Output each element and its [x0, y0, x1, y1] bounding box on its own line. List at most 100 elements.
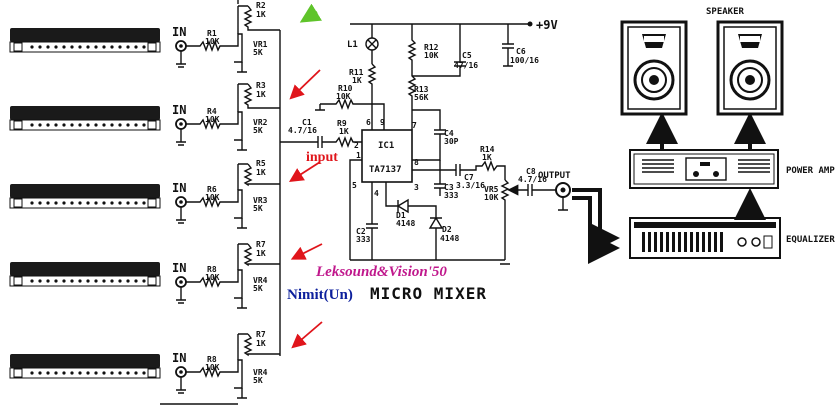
svg-text:R8: R8 [207, 265, 217, 274]
svg-text:1K: 1K [482, 153, 492, 162]
svg-text:1K: 1K [256, 339, 266, 348]
svg-text:47/16: 47/16 [454, 61, 478, 70]
svg-text:R4: R4 [207, 107, 217, 116]
speaker-icon [716, 20, 784, 116]
in-label: IN [172, 351, 186, 365]
microphone-unit-icon [9, 261, 161, 287]
svg-text:9: 9 [380, 118, 385, 127]
channel-3: IN R5 1K R6 10K VR3 5K [9, 159, 280, 229]
svg-text:VR3: VR3 [253, 196, 268, 205]
svg-text:4.7/16: 4.7/16 [288, 126, 317, 135]
svg-text:10K: 10K [205, 273, 220, 282]
green-arrow-icon [299, 3, 323, 23]
power-amp-label: POWER AMP [786, 166, 835, 176]
power-amp-unit [629, 149, 779, 189]
svg-text:5K: 5K [253, 284, 263, 293]
speaker-icon [620, 20, 688, 116]
svg-text:D2: D2 [442, 225, 452, 234]
svg-text:R14: R14 [480, 145, 495, 154]
in-label: IN [172, 261, 186, 275]
svg-text:1K: 1K [339, 127, 349, 136]
svg-text:C2: C2 [356, 227, 366, 236]
svg-text:10K: 10K [205, 115, 220, 124]
svg-text:3: 3 [414, 183, 419, 192]
svg-text:3.3/16: 3.3/16 [456, 181, 485, 190]
equalizer-label: EQUALIZER [786, 235, 835, 245]
channel-5: IN R7 1K R8 10K VR4 5K [9, 330, 280, 399]
svg-text:R10: R10 [338, 84, 353, 93]
svg-text:8: 8 [414, 158, 419, 167]
output-equipment: EQUALIZER POWER AMP SPEAKER [572, 7, 835, 264]
input-annotation: input [306, 150, 338, 165]
svg-text:2: 2 [354, 141, 359, 150]
svg-text:4.7/16: 4.7/16 [518, 175, 547, 184]
svg-text:R8: R8 [207, 355, 217, 364]
svg-text:L1: L1 [347, 40, 358, 50]
svg-text:10K: 10K [205, 37, 220, 46]
diagram-title: MICRO MIXER [370, 284, 487, 303]
svg-text:D1: D1 [396, 211, 406, 220]
in-label: IN [172, 25, 186, 39]
channel-2: IN R3 1K R4 10K VR2 5K [9, 81, 280, 151]
svg-text:R9: R9 [337, 119, 347, 128]
svg-text:C6: C6 [516, 47, 526, 56]
svg-text:56K: 56K [414, 93, 429, 102]
svg-text:R7: R7 [256, 240, 266, 249]
svg-text:C1: C1 [302, 118, 312, 127]
mixer-amplifier-circuit: +9V L1 R11 1K R10 10K IC1 TA7137 6 9 2 5… [280, 18, 571, 265]
svg-text:R11: R11 [349, 68, 364, 77]
speaker-label: SPEAKER [706, 7, 745, 17]
svg-text:VR4: VR4 [253, 276, 268, 285]
credit-text: Leksound&Vision'50 [315, 264, 447, 280]
output-label: OUTPUT [538, 171, 571, 181]
in-label: IN [172, 103, 186, 117]
red-arrow-icon [291, 321, 323, 349]
supply-label: +9V [536, 18, 558, 32]
svg-text:4148: 4148 [440, 234, 459, 243]
svg-text:30P: 30P [444, 137, 459, 146]
svg-text:R1: R1 [207, 29, 217, 38]
svg-text:R2: R2 [256, 1, 266, 10]
svg-text:4148: 4148 [396, 219, 415, 228]
red-arrow-icon [290, 243, 323, 260]
svg-text:5K: 5K [253, 376, 263, 385]
svg-text:1K: 1K [256, 10, 266, 19]
svg-text:R7: R7 [256, 330, 266, 339]
svg-text:4: 4 [374, 189, 379, 198]
in-label: IN [172, 181, 186, 195]
svg-text:C5: C5 [462, 51, 472, 60]
channel-4: IN R7 1K R8 10K VR4 5K [9, 240, 280, 309]
svg-text:10K: 10K [205, 193, 220, 202]
red-arrow-icon [288, 161, 321, 182]
svg-text:5K: 5K [253, 204, 263, 213]
svg-text:VR4: VR4 [253, 368, 268, 377]
annotation-arrows [288, 3, 323, 349]
svg-text:10K: 10K [205, 363, 220, 372]
svg-text:TA7137: TA7137 [369, 165, 402, 175]
svg-text:5K: 5K [253, 48, 263, 57]
ic1-chip [361, 129, 413, 183]
svg-text:R12: R12 [424, 43, 439, 52]
svg-text:R6: R6 [207, 185, 217, 194]
svg-text:R3: R3 [256, 81, 266, 90]
svg-text:C8: C8 [526, 167, 536, 176]
microphone-unit-icon [9, 27, 161, 53]
svg-text:100/16: 100/16 [510, 56, 539, 65]
svg-text:C7: C7 [464, 173, 474, 182]
svg-text:VR1: VR1 [253, 40, 268, 49]
svg-text:1K: 1K [256, 168, 266, 177]
svg-text:IC1: IC1 [378, 141, 394, 151]
svg-text:VR5: VR5 [484, 185, 499, 194]
svg-text:5K: 5K [253, 126, 263, 135]
svg-text:R5: R5 [256, 159, 266, 168]
svg-text:1K: 1K [256, 249, 266, 258]
svg-text:C4: C4 [444, 129, 454, 138]
svg-text:1K: 1K [256, 90, 266, 99]
red-arrow-icon [289, 69, 321, 100]
svg-text:333: 333 [444, 191, 459, 200]
svg-text:VR2: VR2 [253, 118, 268, 127]
svg-text:R13: R13 [414, 85, 429, 94]
svg-text:10K: 10K [336, 92, 351, 101]
svg-text:6: 6 [366, 118, 371, 127]
